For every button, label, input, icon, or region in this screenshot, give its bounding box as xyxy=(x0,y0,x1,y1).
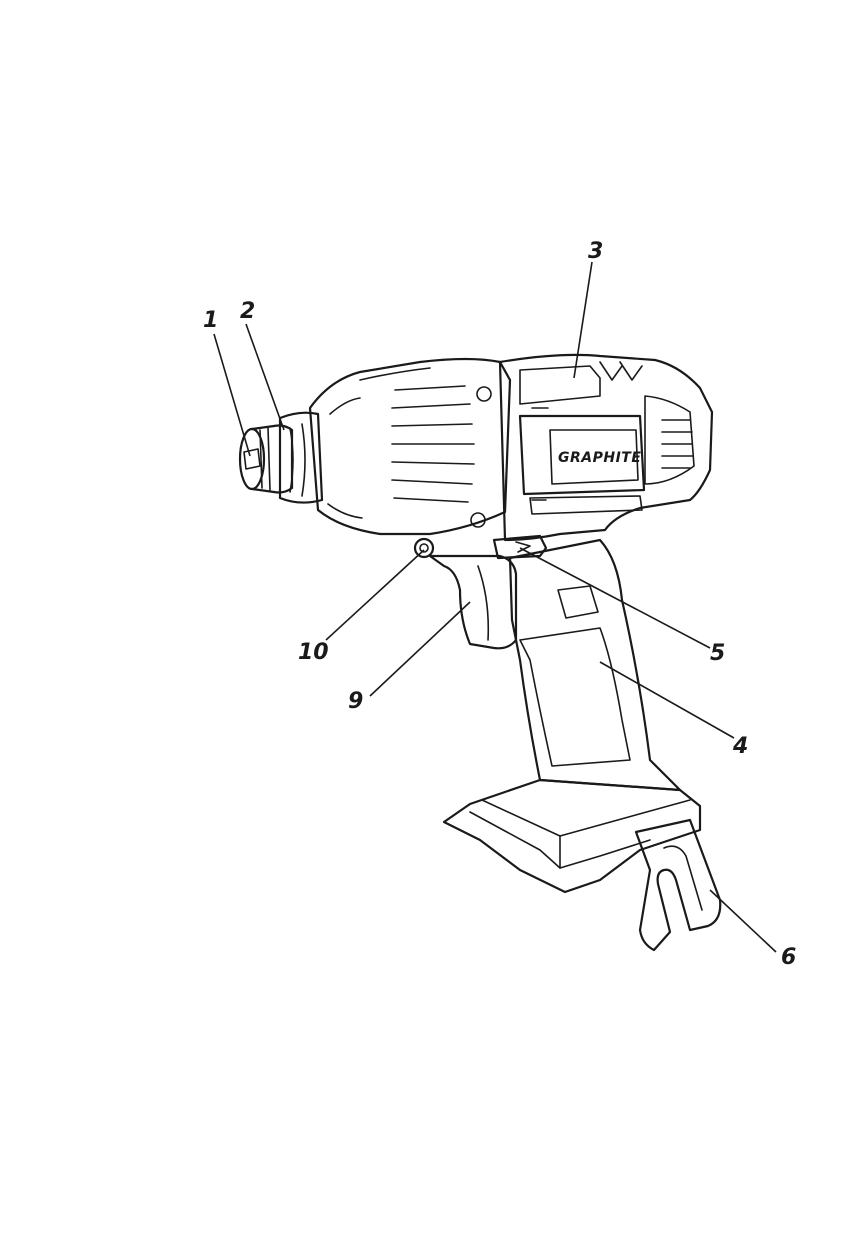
grip xyxy=(510,540,680,790)
callout-label-1: 1 xyxy=(203,308,218,333)
battery-base xyxy=(444,780,700,892)
callout-label-5: 5 xyxy=(710,641,725,666)
brand-label: GRAPHITE xyxy=(558,450,641,466)
bit-holder xyxy=(240,426,292,493)
callout-label-2: 2 xyxy=(240,299,255,324)
callout-label-6: 6 xyxy=(781,945,796,970)
leader-line-1 xyxy=(214,334,250,456)
leader-line-6 xyxy=(710,890,776,952)
gear-housing xyxy=(310,359,510,534)
leader-line-2 xyxy=(246,324,284,430)
leader-lines xyxy=(214,262,776,952)
leader-line-3 xyxy=(574,262,592,378)
motor-housing: GRAPHITE xyxy=(500,355,712,540)
callout-label-3: 3 xyxy=(588,239,603,264)
leader-line-4 xyxy=(600,662,734,738)
leader-line-5 xyxy=(520,548,710,648)
callout-labels: 1 2 3 4 5 6 9 10 xyxy=(203,239,796,970)
callout-label-10: 10 xyxy=(298,640,329,665)
callout-label-9: 9 xyxy=(348,689,363,714)
leader-line-9 xyxy=(370,602,470,696)
led-light xyxy=(415,539,433,557)
trigger xyxy=(430,556,516,648)
belt-clip xyxy=(636,820,720,950)
leader-line-10 xyxy=(326,550,424,640)
callout-label-4: 4 xyxy=(732,734,748,759)
